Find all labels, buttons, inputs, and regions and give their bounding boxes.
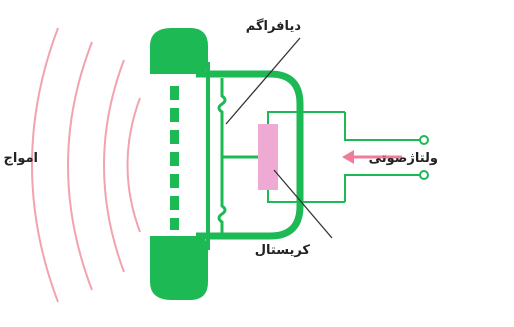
grille-slot	[170, 130, 179, 144]
microphone-housing	[150, 28, 304, 300]
lower-terminal-icon	[419, 170, 429, 180]
lower-inner-lead	[267, 190, 345, 203]
upper-inner-lead	[267, 111, 345, 124]
grille-slot	[170, 196, 179, 210]
lower-output-lead	[344, 174, 420, 202]
grille-slot	[170, 174, 179, 188]
inner-leads	[267, 111, 345, 203]
diaphragm-label: دیافراگم	[246, 18, 302, 34]
housing-bottom-cap	[150, 236, 208, 300]
upper-output-lead	[344, 112, 420, 141]
diaphragm	[217, 78, 258, 236]
crystal-label: کریستال	[255, 243, 311, 258]
grille-slot	[170, 152, 179, 166]
crystal-leader	[273, 169, 333, 239]
grille-slot	[170, 86, 179, 100]
diaphragm-membrane	[217, 78, 227, 236]
upper-terminal-icon	[419, 135, 429, 145]
grille-slot	[170, 108, 179, 122]
sound-waves-label: امواج صوتی	[0, 151, 38, 166]
sound-waves	[31, 27, 141, 303]
housing-shell	[196, 70, 304, 240]
housing-top-cap	[150, 28, 208, 74]
diaphragm-leader	[225, 37, 301, 125]
arrow-left-icon	[342, 150, 402, 164]
grille-slot	[170, 218, 179, 230]
sound-wave-arc-1	[31, 27, 59, 303]
leader-lines	[225, 37, 333, 239]
sound-wave-arc-3	[103, 59, 125, 273]
audio-voltage-label: ولتاژصوتی	[369, 151, 438, 166]
front-grille	[170, 86, 179, 230]
sound-wave-arc-4	[126, 97, 141, 233]
output-connector	[344, 112, 429, 202]
sound-wave-arc-2	[67, 41, 93, 291]
crystal-element	[258, 124, 278, 190]
